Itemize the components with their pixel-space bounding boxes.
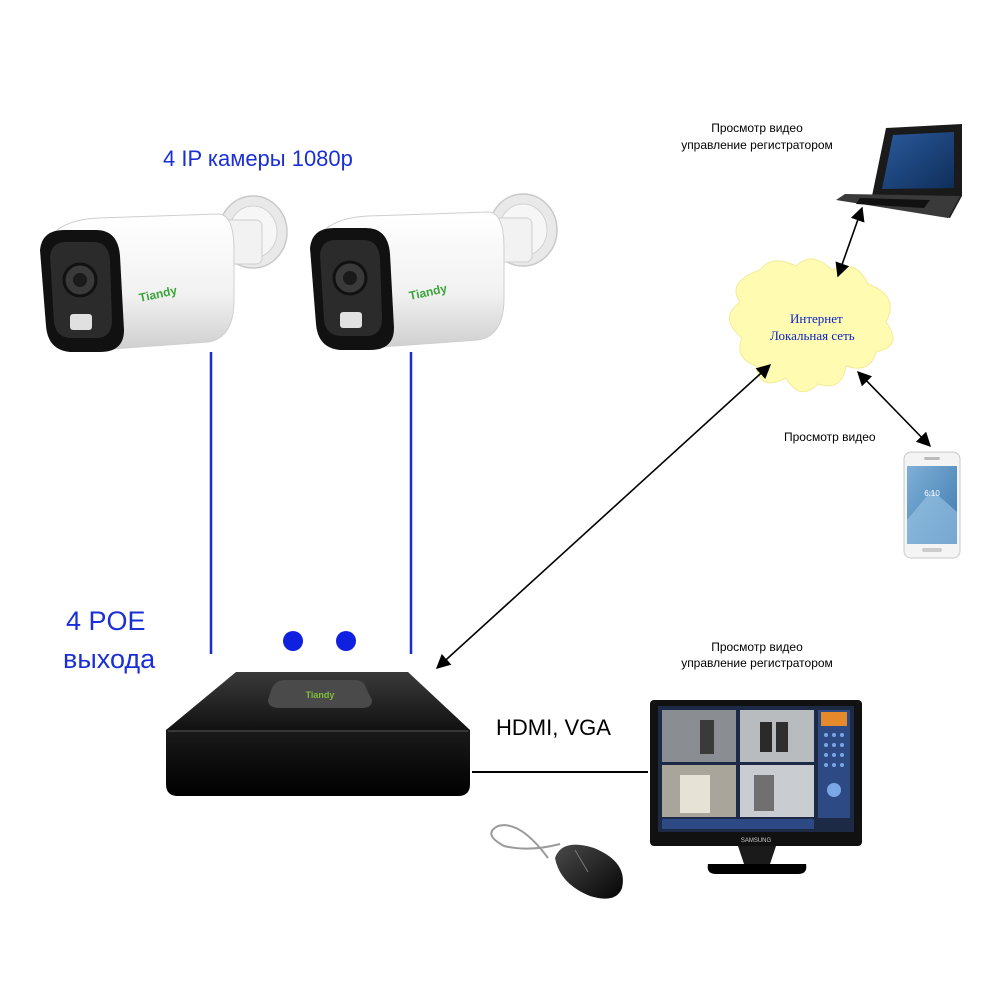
cameras-label: 4 IP камеры 1080p (163, 146, 353, 171)
extra-channel-dot-2 (336, 631, 356, 651)
laptop-caption-line-2: управление регистратором (681, 138, 833, 152)
mouse-icon (490, 824, 623, 899)
cloud-text-line-1: Интернет (790, 311, 843, 326)
nvr-cloud-arrow (435, 364, 772, 669)
poe-label-line-1: 4 POE (66, 606, 146, 636)
ip-camera-1: Tiandy (40, 195, 288, 352)
nvr-brand: Tiandy (306, 690, 335, 700)
phone-caption: Просмотр видео (784, 430, 876, 444)
monitor-caption-line-2: управление регистратором (681, 656, 833, 670)
poe-label-line-2: выхода (63, 644, 156, 674)
ip-camera-2: Tiandy (310, 193, 558, 350)
camera-mount (218, 195, 288, 269)
monitor-icon: SAMSUNG (650, 700, 862, 874)
cloud-text-line-2: Локальная сеть (770, 328, 855, 343)
laptop-cloud-arrow (835, 206, 865, 278)
monitor-caption-line-1: Просмотр видео (711, 640, 803, 654)
network-cloud: Интернет Локальная сеть (729, 258, 894, 393)
phone-screen-text: 6:10 (924, 489, 940, 498)
laptop-caption-line-1: Просмотр видео (711, 121, 803, 135)
smartphone-icon: 6:10 (903, 451, 961, 559)
nvr-recorder: Tiandy (166, 672, 470, 796)
monitor-brand: SAMSUNG (741, 838, 772, 844)
laptop-icon (836, 124, 962, 218)
extra-channel-dot-1 (283, 631, 303, 651)
link-label: HDMI, VGA (496, 715, 611, 740)
cloud-phone-arrow (856, 370, 932, 448)
